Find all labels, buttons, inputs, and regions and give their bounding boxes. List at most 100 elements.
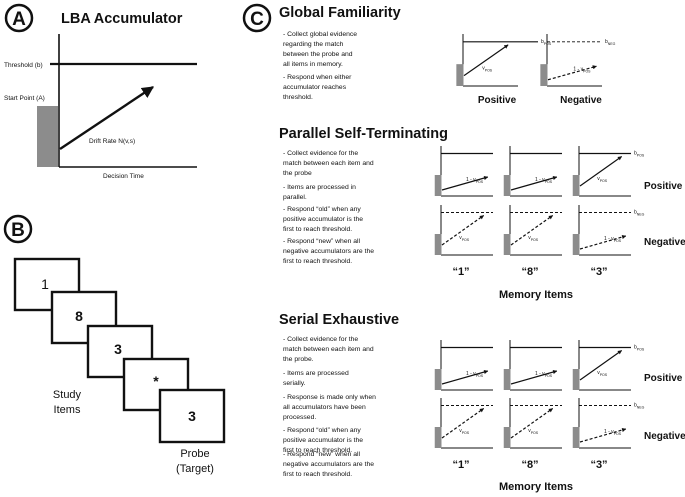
global-positive-label: Positive bbox=[478, 95, 517, 106]
parallel-bullet-4-line-2: negative accumulators are the bbox=[283, 248, 374, 255]
serial-positive-graph-1-rate-label: 1 - vPOS bbox=[466, 371, 484, 378]
serial-negative-graph-2-rate-label-main: v bbox=[528, 428, 531, 434]
serial-negative-graph-1-accumulator-arrow bbox=[441, 408, 484, 439]
parallel-positive-graph-3-threshold-tag-main: b bbox=[634, 151, 637, 157]
serial-item-8-label: “8” bbox=[521, 459, 538, 471]
parallel-positive-graph-2-rate-label: 1 - vPOS bbox=[535, 177, 553, 184]
serial-positive-graph-2-start-box bbox=[503, 369, 511, 390]
global-negative-graph-accumulator-arrow bbox=[547, 65, 597, 81]
mask-card-text: * bbox=[153, 373, 159, 389]
serial-bullet-5-line-1: - Respond “new” when all bbox=[283, 451, 361, 458]
parallel-negative-graph-3-rate-label-sub: POS bbox=[614, 239, 622, 243]
parallel-negative-graph-2-rate-label-main: v bbox=[528, 235, 531, 241]
parallel-negative-graph-3-rate-label-main: 1 - v bbox=[604, 236, 614, 242]
global-bullet-1-line-4: all items in memory. bbox=[283, 61, 343, 68]
global-negative-label: Negative bbox=[560, 95, 602, 106]
serial-negative-graph-2-start-box bbox=[503, 427, 511, 448]
serial-negative-graph-3-rate-label-main: 1 - v bbox=[604, 429, 614, 435]
parallel-positive-graph-1-rate-label-sub: POS bbox=[476, 180, 484, 184]
serial-positive-graph-3-rate-label: vPOS bbox=[597, 370, 608, 377]
serial-bullet-1-line-3: the probe. bbox=[283, 356, 314, 363]
serial-bullet-4-line-2: positive accumulator is the bbox=[283, 437, 363, 444]
parallel-positive-graph-1-start-box bbox=[434, 175, 442, 196]
serial-negative-graph-3-rate-label-sub: POS bbox=[614, 432, 622, 436]
serial-negative-label: Negative bbox=[644, 431, 685, 442]
lba-decision-time-label: Decision Time bbox=[103, 173, 144, 180]
parallel-positive-graph-2-accumulator-arrow bbox=[510, 176, 558, 191]
parallel-memory-items-label: Memory Items bbox=[499, 289, 573, 301]
parallel-positive-graph-2: 1 - vPOS bbox=[503, 146, 562, 197]
serial-positive-graph-1-rate-label-sub: POS bbox=[476, 374, 484, 378]
global-bullet-2-line-1: - Respond when either bbox=[283, 74, 352, 81]
serial-positive-graph-2: 1 - vPOS bbox=[503, 340, 562, 391]
parallel-positive-graph-2-rate-label-sub: POS bbox=[545, 180, 553, 184]
parallel-positive-graph-3-start-box bbox=[572, 175, 580, 196]
parallel-negative-graph-1-start-box bbox=[434, 234, 442, 255]
probe-label-line2: (Target) bbox=[176, 463, 214, 475]
parallel-positive-graph-3-threshold-tag: bPOS bbox=[634, 151, 645, 158]
panel-b: B 1 8 3 * 3 Study Items Probe (Target) bbox=[3, 214, 226, 475]
serial-positive-graph-3-rate-label-main: v bbox=[597, 370, 600, 376]
serial-positive-graph-3-threshold-tag-main: b bbox=[634, 345, 637, 351]
parallel-negative-graph-1-rate-label-sub: POS bbox=[462, 238, 470, 242]
panel-a-badge: A bbox=[4, 3, 34, 33]
serial-bullet-3-line-2: all accumulators have been bbox=[283, 404, 366, 411]
probe-label-line1: Probe bbox=[180, 448, 209, 460]
serial-positive-graph-3-threshold-tag: bPOS bbox=[634, 345, 645, 352]
parallel-negative-graph-3-threshold-tag-sub: NEG bbox=[637, 213, 645, 217]
parallel-positive-graph-3-rate-label: vPOS bbox=[597, 176, 608, 183]
serial-exhaustive-title: Serial Exhaustive bbox=[279, 312, 399, 328]
parallel-positive-graph-3-accumulator-arrow bbox=[579, 156, 622, 187]
global-bullet-1-line-2: regarding the match bbox=[283, 41, 344, 48]
parallel-negative-graph-1-rate-label: vPOS bbox=[459, 235, 470, 242]
parallel-positive-graph-1-accumulator-arrow bbox=[441, 176, 489, 191]
global-negative-graph-threshold-tag-main: b bbox=[605, 39, 608, 45]
global-positive-graph-accumulator-arrow bbox=[463, 44, 509, 77]
parallel-item-8-label: “8” bbox=[521, 266, 538, 278]
parallel-negative-graph-2-rate-label-sub: POS bbox=[531, 238, 539, 242]
serial-bullet-5-line-2: negative accumulators are the bbox=[283, 461, 374, 468]
serial-positive-graph-1-start-box bbox=[434, 369, 442, 390]
serial-bullet-1-line-1: - Collect evidence for the bbox=[283, 336, 358, 343]
global-negative-graph-rate-label: 1 - vPOS bbox=[573, 66, 591, 73]
parallel-bullet-2-line-2: parallel. bbox=[283, 194, 307, 201]
parallel-negative-graph-1-rate-label-main: v bbox=[459, 235, 462, 241]
panel-c-letter: C bbox=[250, 9, 264, 30]
serial-positive-graph-2-rate-label-sub: POS bbox=[545, 374, 553, 378]
parallel-positive-graph-2-start-box bbox=[503, 175, 511, 196]
parallel-positive-graph-2-rate-label-main: 1 - v bbox=[535, 177, 545, 183]
parallel-positive-label: Positive bbox=[644, 181, 683, 192]
serial-bullet-2-line-1: - Items are processed bbox=[283, 370, 349, 377]
serial-negative-graph-2: vPOS bbox=[503, 398, 562, 449]
parallel-bullet-3-line-1: - Respond “old” when any bbox=[283, 206, 361, 213]
serial-negative-graph-3-threshold-tag-main: b bbox=[634, 403, 637, 409]
global-negative-graph-threshold-tag: bNEG bbox=[605, 39, 616, 46]
serial-bullet-4-line-3: first to reach threshold. bbox=[283, 447, 352, 454]
serial-item-3-label: “3” bbox=[590, 459, 607, 471]
global-positive-graph-rate-label: vPOS bbox=[482, 65, 493, 72]
global-bullet-2-line-3: threshold. bbox=[283, 94, 313, 101]
lba-drift-rate-label: Drift Rate N(v,s) bbox=[89, 138, 135, 145]
serial-positive-graph-3-threshold-tag-sub: POS bbox=[637, 348, 645, 352]
serial-negative-graph-3-rate-label: 1 - vPOS bbox=[604, 429, 622, 436]
parallel-negative-graph-2-start-box bbox=[503, 234, 511, 255]
probe-card-text: 3 bbox=[188, 408, 196, 424]
global-negative-graph-start-box bbox=[540, 64, 548, 86]
serial-positive-graph-3-rate-label-sub: POS bbox=[600, 373, 608, 377]
parallel-bullet-1-line-1: - Collect evidence for the bbox=[283, 150, 358, 157]
lba-start-point-box bbox=[37, 106, 58, 167]
serial-memory-items-label: Memory Items bbox=[499, 481, 573, 493]
serial-negative-graph-2-accumulator-arrow bbox=[510, 408, 553, 439]
global-negative-graph-rate-label-main: 1 - v bbox=[573, 66, 583, 72]
serial-positive-graph-1-rate-label-main: 1 - v bbox=[466, 371, 476, 377]
global-bullet-2-line-2: accumulator reaches bbox=[283, 84, 347, 91]
parallel-bullet-4-line-3: first to reach threshold. bbox=[283, 258, 352, 265]
